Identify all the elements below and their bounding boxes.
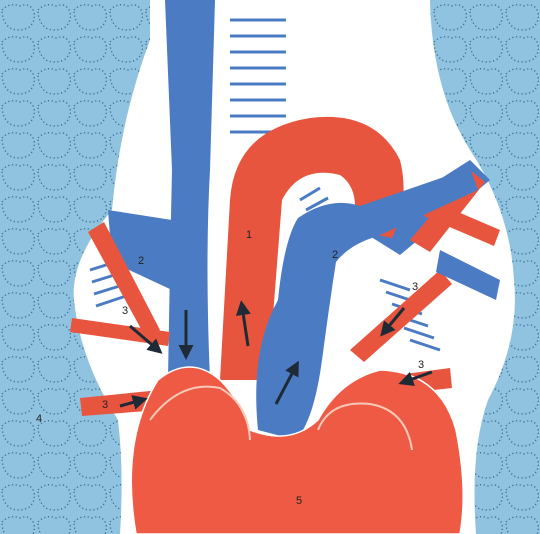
label-right-lower-vein: 3: [418, 359, 424, 371]
label-right-pulmonary-vein: 3: [412, 281, 418, 293]
right-lung-vein-blue: [436, 250, 500, 300]
superior-vena-cava: [165, 0, 215, 380]
label-left-vessel: 2: [138, 255, 144, 267]
label-aorta: 1: [246, 229, 252, 241]
label-heart: 5: [296, 495, 302, 507]
label-pulmonary-artery: 2: [332, 249, 338, 261]
label-lung: 4: [36, 413, 42, 425]
label-left-lower-vein: 3: [102, 399, 108, 411]
label-left-pulmonary-vein: 3: [122, 305, 128, 317]
